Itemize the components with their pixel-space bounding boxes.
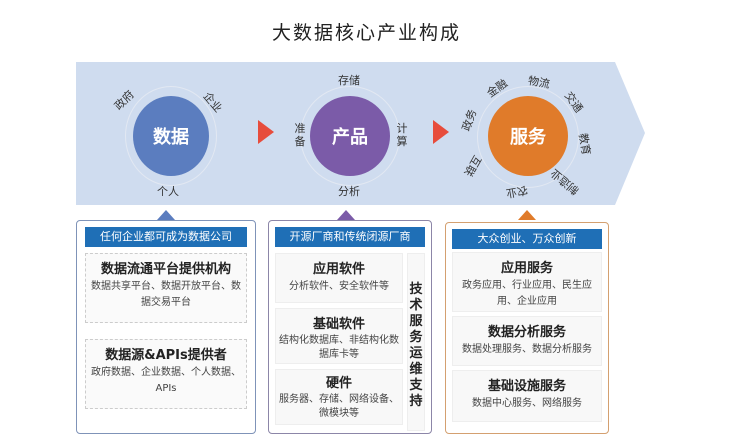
data-ring	[125, 86, 217, 186]
stage-label: 准备	[294, 122, 306, 148]
service-panel: 大众创业、万众创新 应用服务 政务应用、行业应用、民生应用、企业应用 数据分析服…	[445, 222, 609, 434]
pointer-icon	[518, 210, 536, 220]
tech-support-label: 技术服务运维支持	[407, 253, 425, 431]
card-desc: 结构化数据库、非结构化数据库卡等	[279, 335, 399, 360]
service-ring	[477, 86, 579, 188]
card-title: 数据流通平台提供机构	[100, 262, 231, 277]
product-circle: 产品	[310, 96, 390, 176]
card-desc: 数据中心服务、网络服务	[472, 398, 582, 409]
card: 数据流通平台提供机构 数据共享平台、数据开放平台、数据交易平台	[85, 253, 247, 323]
card: 基础软件 结构化数据库、非结构化数据库卡等	[275, 308, 403, 364]
source-label: 个人	[157, 185, 179, 198]
card-title: 硬件	[325, 376, 352, 391]
card-title: 应用软件	[312, 262, 365, 277]
card-title: 基础设施服务	[487, 379, 566, 394]
data-panel: 任何企业都可成为数据公司 数据流通平台提供机构 数据共享平台、数据开放平台、数据…	[76, 220, 256, 434]
product-ring	[300, 86, 400, 186]
card-desc: 分析软件、安全软件等	[289, 281, 389, 292]
flow-arrow-icon	[258, 120, 274, 144]
stage-label: 计算	[396, 122, 408, 148]
card-desc: 数据处理服务、数据分析服务	[462, 344, 592, 355]
card-desc: 服务器、存储、网络设备、微模块等	[279, 394, 399, 419]
stage-label: 分析	[338, 185, 360, 198]
pointer-icon	[337, 210, 355, 220]
card-desc: 政务应用、行业应用、民生应用、企业应用	[462, 280, 592, 307]
card-title: 数据分析服务	[487, 325, 566, 340]
flow-arrow-icon	[433, 120, 449, 144]
card: 基础设施服务 数据中心服务、网络服务	[452, 370, 602, 422]
card-title: 应用服务	[500, 261, 553, 276]
card: 数据源&APIs提供者 政府数据、企业数据、个人数据、APIs	[85, 339, 247, 409]
card-desc: 数据共享平台、数据开放平台、数据交易平台	[91, 281, 241, 308]
pointer-icon	[157, 210, 175, 220]
card: 数据分析服务 数据处理服务、数据分析服务	[452, 316, 602, 366]
card: 应用服务 政务应用、行业应用、民生应用、企业应用	[452, 252, 602, 312]
page-title: 大数据核心产业构成	[271, 22, 461, 44]
card-title: 基础软件	[312, 317, 365, 332]
service-circle: 服务	[488, 96, 568, 176]
card-desc: 政府数据、企业数据、个人数据、APIs	[91, 367, 241, 394]
data-circle: 数据	[133, 96, 209, 176]
stage-label: 存储	[338, 74, 360, 87]
product-panel: 开源厂商和传统闭源厂商 应用软件 分析软件、安全软件等 基础软件 结构化数据库、…	[268, 220, 432, 434]
card: 硬件 服务器、存储、网络设备、微模块等	[275, 369, 403, 425]
card: 应用软件 分析软件、安全软件等	[275, 253, 403, 303]
service-panel-header: 大众创业、万众创新	[452, 229, 602, 249]
product-panel-header: 开源厂商和传统闭源厂商	[275, 227, 425, 247]
card-title: 数据源&APIs提供者	[105, 348, 227, 363]
data-panel-header: 任何企业都可成为数据公司	[85, 227, 247, 247]
